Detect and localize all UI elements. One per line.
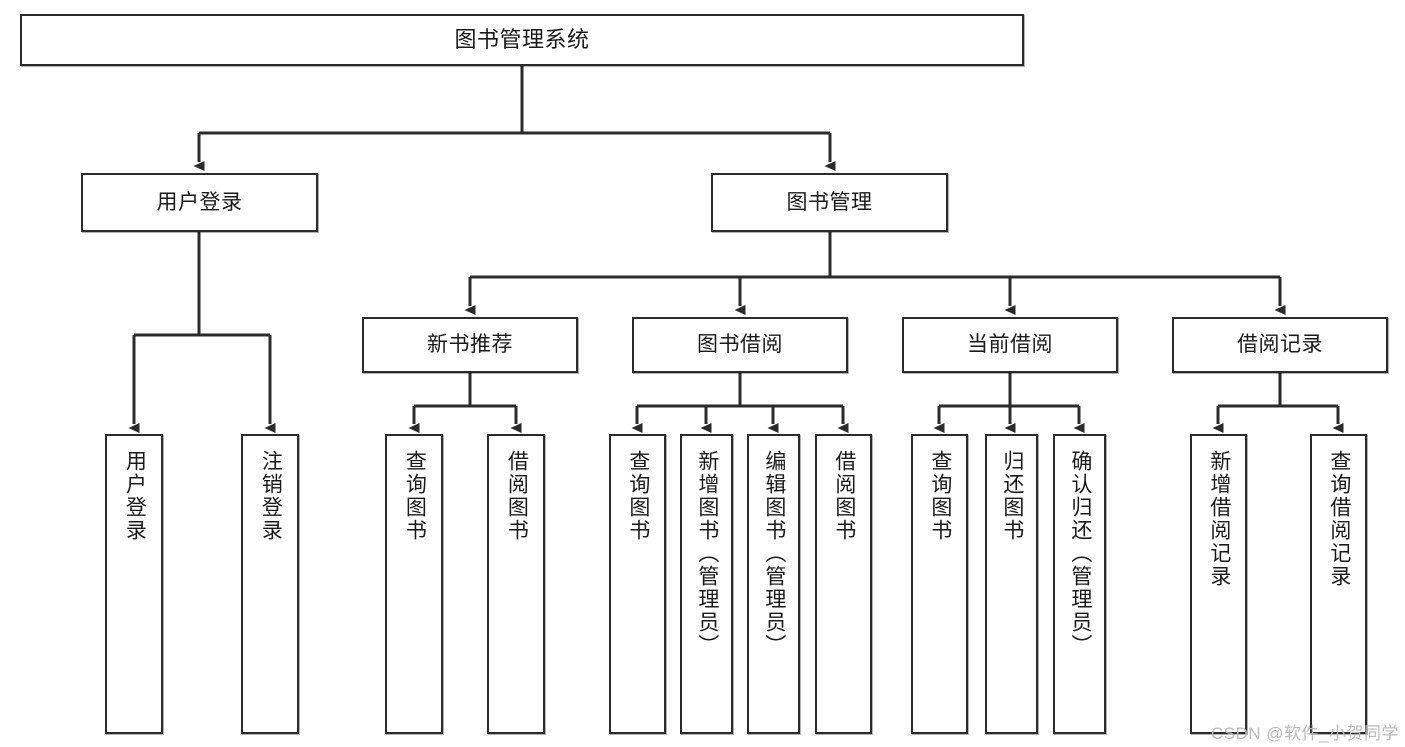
node-leaf-borrow-book-2[interactable]: 借阅图书 xyxy=(815,434,872,734)
node-leaf-confirm-return-label: 确认归还（管理员） xyxy=(1068,450,1092,657)
node-leaf-confirm-return[interactable]: 确认归还（管理员） xyxy=(1053,434,1106,734)
node-root-label: 图书管理系统 xyxy=(454,26,590,52)
node-leaf-add-record-label: 新增借阅记录 xyxy=(1207,450,1231,588)
node-leaf-query-record-label: 查询借阅记录 xyxy=(1327,450,1351,588)
node-leaf-return-book[interactable]: 归还图书 xyxy=(985,434,1038,734)
node-leaf-query-book-2-label: 查询图书 xyxy=(626,450,650,542)
node-book-borrow[interactable]: 图书借阅 xyxy=(632,317,848,373)
node-book-manage-label: 图书管理 xyxy=(786,190,873,214)
node-borrow-record-label: 借阅记录 xyxy=(1237,333,1323,357)
node-leaf-user-login-label: 用户登录 xyxy=(123,450,147,542)
node-leaf-add-book[interactable]: 新增图书（管理员） xyxy=(680,434,733,734)
node-leaf-query-book-3[interactable]: 查询图书 xyxy=(911,434,968,734)
node-user-login-label: 用户登录 xyxy=(156,190,243,214)
node-leaf-query-book-2[interactable]: 查询图书 xyxy=(609,434,666,734)
node-leaf-return-book-label: 归还图书 xyxy=(1000,450,1024,542)
node-leaf-user-logout[interactable]: 注销登录 xyxy=(241,434,299,734)
node-leaf-user-login[interactable]: 用户登录 xyxy=(105,434,163,734)
node-current-borrow[interactable]: 当前借阅 xyxy=(902,317,1118,373)
node-leaf-add-record[interactable]: 新增借阅记录 xyxy=(1190,434,1247,734)
node-leaf-query-book-3-label: 查询图书 xyxy=(928,450,952,542)
node-leaf-query-book-1[interactable]: 查询图书 xyxy=(385,434,443,734)
node-leaf-edit-book-label: 编辑图书（管理员） xyxy=(762,450,786,657)
node-leaf-user-logout-label: 注销登录 xyxy=(259,450,283,542)
node-user-login[interactable]: 用户登录 xyxy=(81,173,318,232)
node-borrow-record[interactable]: 借阅记录 xyxy=(1172,317,1388,373)
node-current-borrow-label: 当前借阅 xyxy=(967,333,1053,357)
watermark-text: CSDN @软件_小贺同学 xyxy=(1210,724,1399,743)
node-leaf-query-book-1-label: 查询图书 xyxy=(403,450,427,542)
node-leaf-borrow-book-1-label: 借阅图书 xyxy=(505,450,529,542)
node-leaf-borrow-book-2-label: 借阅图书 xyxy=(832,450,856,542)
node-root[interactable]: 图书管理系统 xyxy=(20,14,1024,66)
node-leaf-edit-book[interactable]: 编辑图书（管理员） xyxy=(747,434,800,734)
node-book-borrow-label: 图书借阅 xyxy=(697,333,783,357)
node-leaf-query-record[interactable]: 查询借阅记录 xyxy=(1310,434,1367,734)
node-new-book-recommend-label: 新书推荐 xyxy=(427,333,513,357)
node-book-manage[interactable]: 图书管理 xyxy=(711,173,948,232)
node-new-book-recommend[interactable]: 新书推荐 xyxy=(362,317,578,373)
node-leaf-add-book-label: 新增图书（管理员） xyxy=(695,450,719,657)
node-leaf-borrow-book-1[interactable]: 借阅图书 xyxy=(487,434,545,734)
